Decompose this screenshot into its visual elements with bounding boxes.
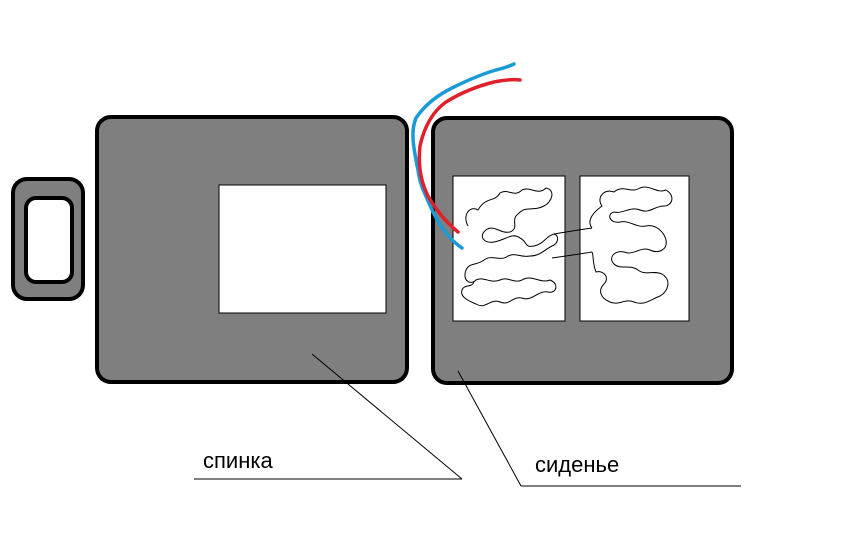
wire-blue bbox=[411, 62, 516, 250]
label-seat: сиденье bbox=[535, 452, 620, 477]
heating-wire-right bbox=[589, 186, 673, 304]
leader-seat bbox=[457, 370, 741, 487]
heating-pad-left bbox=[452, 175, 566, 322]
label-back: спинка bbox=[203, 448, 273, 473]
back-panel bbox=[95, 115, 409, 384]
heating-wire-left bbox=[461, 187, 559, 307]
leader-back bbox=[194, 353, 463, 480]
connector-plug bbox=[11, 177, 85, 301]
heating-pad-right bbox=[579, 175, 690, 322]
back-panel-window bbox=[218, 184, 387, 314]
wire-red bbox=[417, 77, 522, 234]
heating-wire-link bbox=[551, 227, 593, 259]
seat-panel bbox=[431, 116, 734, 385]
